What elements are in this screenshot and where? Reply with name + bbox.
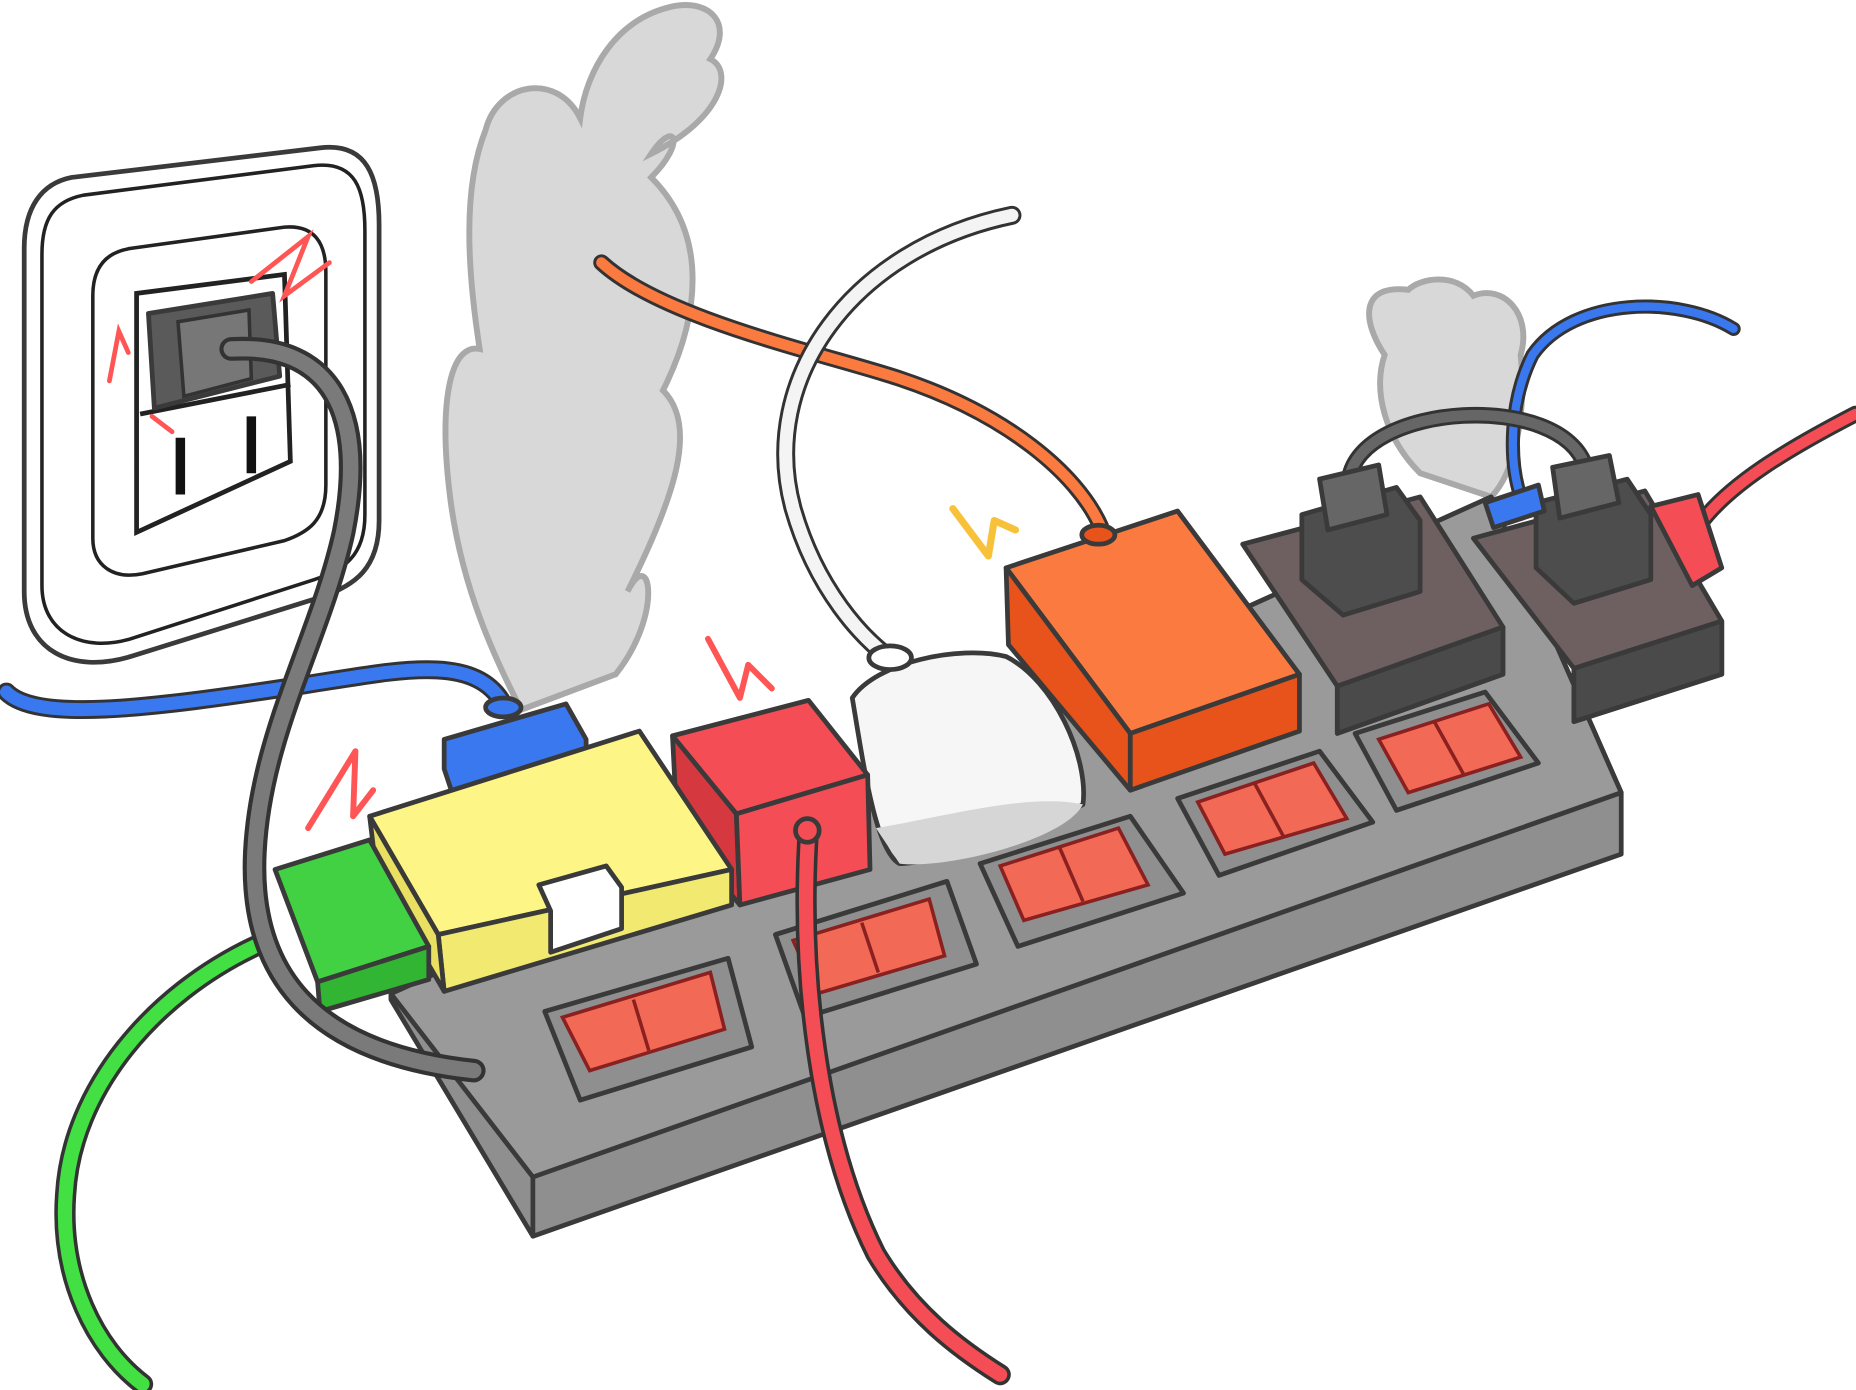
switch-2[interactable] <box>773 878 979 1020</box>
switch-1[interactable] <box>542 955 755 1103</box>
dark-plug-1 <box>1240 462 1506 736</box>
yellow-plug <box>367 728 734 994</box>
yellow-plug-notch <box>536 863 624 955</box>
spark-icon <box>949 505 1020 560</box>
spark-icon <box>248 229 332 303</box>
spark-icon <box>149 414 175 435</box>
dark-plug-2 <box>1470 453 1725 724</box>
orange-plug <box>1003 508 1302 793</box>
switch-4[interactable] <box>1175 748 1376 878</box>
spark-icon <box>305 748 377 832</box>
green-plug <box>272 837 432 1014</box>
spark-icon <box>705 635 775 701</box>
blue-plug-small <box>1482 482 1547 530</box>
switch-row <box>542 689 1541 1103</box>
switch-3[interactable] <box>977 813 1186 949</box>
smoke-cloud-small <box>1366 276 1527 501</box>
white-plug-cap <box>866 643 914 672</box>
red-plug-small <box>1648 492 1725 588</box>
white-cord <box>776 205 1022 667</box>
smoke-cloud-large <box>442 2 725 714</box>
switch-5[interactable] <box>1352 689 1541 813</box>
spark-icon <box>107 323 131 384</box>
